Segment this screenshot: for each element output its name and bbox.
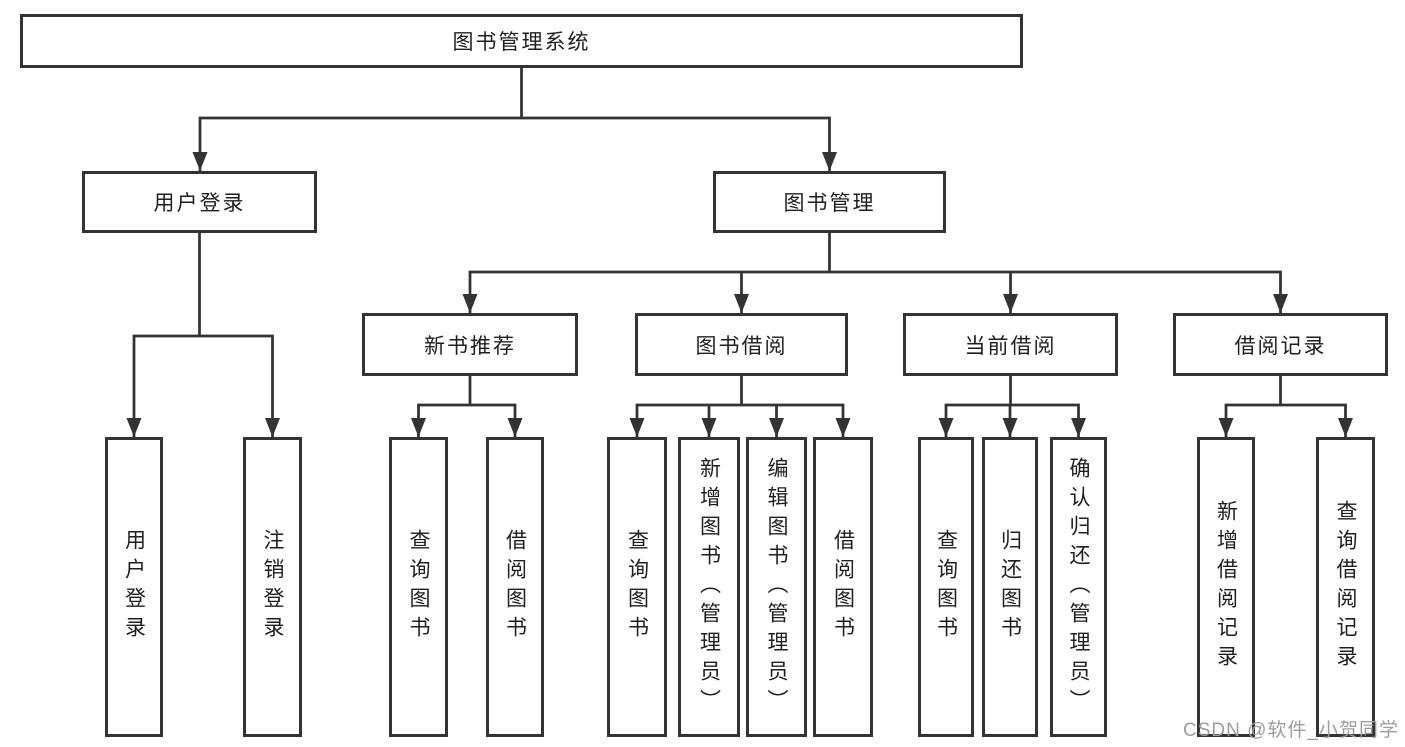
node-book-mgmt: 图书管理 <box>713 171 946 233</box>
leaf-query-borrow-record: 查询借阅记录 <box>1316 437 1375 737</box>
leaf-borrow-book: 借阅图书 <box>813 437 873 737</box>
csdn-watermark: CSDN @软件_小贺同学 <box>1183 720 1399 741</box>
leaf-return-book: 归还图书 <box>982 437 1038 737</box>
leaf-user-login: 用户登录 <box>105 437 163 737</box>
leaf-query-book-rec: 查询图书 <box>389 437 448 737</box>
node-book-borrow: 图书借阅 <box>635 313 848 376</box>
arrowheads-level2 <box>192 152 837 171</box>
leaf-borrow-book-rec: 借阅图书 <box>486 437 544 737</box>
leaf-edit-book-admin: 编辑图书（管理员） <box>746 437 807 737</box>
arrowheads-borrow-record-leaves <box>1218 418 1353 437</box>
node-new-book-rec: 新书推荐 <box>362 313 578 376</box>
leaf-query-book-current: 查询图书 <box>918 437 974 737</box>
leaf-confirm-return-admin: 确认归还（管理员） <box>1050 437 1107 737</box>
node-root: 图书管理系统 <box>20 14 1023 68</box>
arrowheads-current-borrow-leaves <box>938 418 1086 437</box>
arrowheads-level3 <box>462 294 1288 313</box>
leaf-query-book-borrow: 查询图书 <box>607 437 667 737</box>
connector-book-borrow <box>635 376 845 437</box>
arrowheads-book-borrow-leaves <box>629 418 851 437</box>
node-borrow-record: 借阅记录 <box>1173 313 1388 376</box>
connector-borrow-record <box>1224 376 1347 437</box>
node-current-borrow: 当前借阅 <box>903 313 1118 376</box>
leaf-add-borrow-record: 新增借阅记录 <box>1197 437 1255 737</box>
arrowheads-new-book-rec-leaves <box>411 418 523 437</box>
connector-root <box>198 68 831 171</box>
connector-user-login <box>132 233 274 437</box>
arrowheads-user-login-leaves <box>126 418 280 437</box>
leaf-logout: 注销登录 <box>243 437 302 737</box>
node-user-login-group: 用户登录 <box>82 171 317 233</box>
connector-new-book-rec <box>417 376 517 437</box>
connector-book-mgmt <box>468 233 1282 313</box>
leaf-add-book-admin: 新增图书（管理员） <box>678 437 740 737</box>
